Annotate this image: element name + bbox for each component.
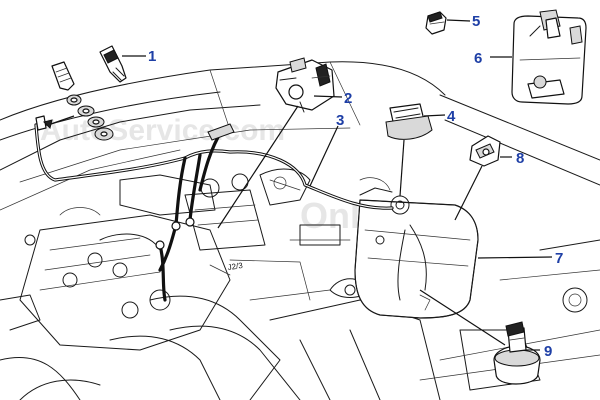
- leader-4: [423, 114, 446, 117]
- part-8-bracket: [469, 135, 501, 167]
- callout-9: 9: [544, 343, 552, 360]
- leader-lines: [122, 19, 553, 351]
- part-1-vacuum-valve: [43, 45, 127, 141]
- leader-4-to-reservoir: [399, 139, 405, 197]
- callout-3: 3: [336, 112, 344, 129]
- callout-5: 5: [472, 13, 480, 30]
- part-5-cap: [425, 11, 447, 35]
- part-9-filler-cap: [493, 321, 541, 385]
- leader-7: [477, 256, 553, 259]
- leader-5: [446, 19, 471, 22]
- callout-6: 6: [474, 50, 482, 67]
- callout-7: 7: [555, 250, 563, 267]
- callout-1: 1: [148, 48, 156, 65]
- callout-4: 4: [447, 108, 456, 125]
- leader-2: [313, 95, 343, 98]
- callout-labels: 1 2 3 4 5 6 7 8 9: [148, 13, 563, 360]
- leader-9-to-neck: [419, 289, 506, 346]
- watermark-line-1: AutoService.com: [40, 114, 285, 147]
- part-6-reservoir-bottle: [511, 9, 587, 105]
- leader-2-to-engine: [217, 105, 299, 229]
- callout-8: 8: [516, 150, 524, 167]
- part-2-vacuum-solenoid: [275, 57, 335, 113]
- vacuum-hose-assembly: [34, 115, 394, 302]
- engine-stamp: J2/3: [227, 261, 244, 272]
- leader-3: [309, 125, 339, 187]
- leader-8-to-reservoir: [454, 165, 483, 221]
- callout-2: 2: [344, 90, 352, 107]
- part-4-reservoir-cap: [385, 103, 433, 140]
